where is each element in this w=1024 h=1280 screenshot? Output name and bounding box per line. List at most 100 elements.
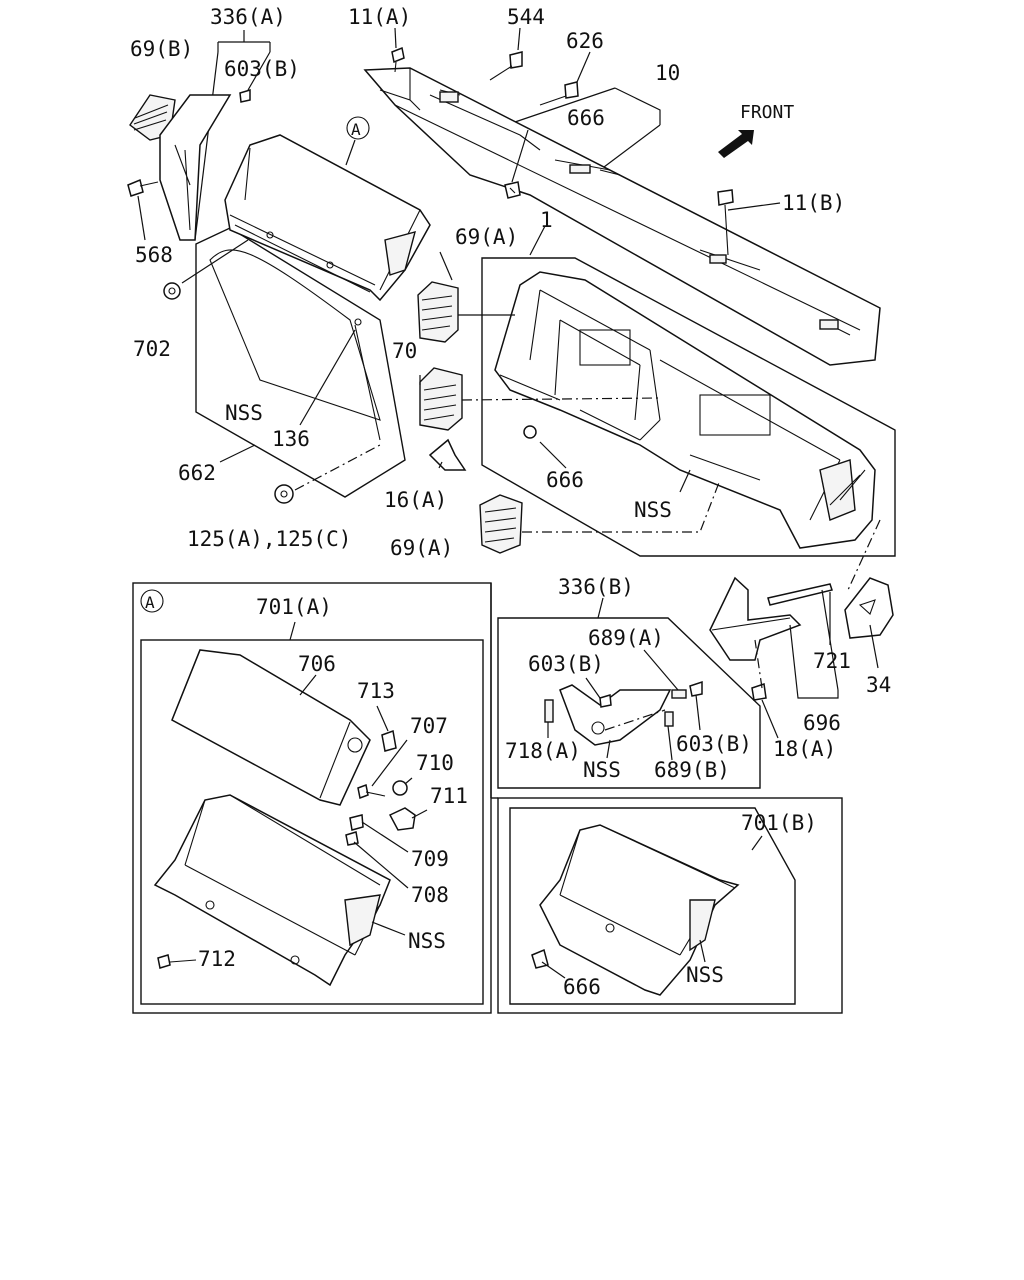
label-713: 713	[357, 679, 395, 703]
leader-666-top	[511, 129, 529, 183]
label-11b: 11(B)	[782, 191, 845, 215]
label-718a: 718(A)	[505, 739, 581, 763]
label-710: 710	[416, 751, 454, 775]
bolt-11a-icon	[391, 46, 405, 73]
label-11a: 11(A)	[348, 5, 411, 29]
leader-689b	[667, 725, 673, 761]
leader-nss-3	[371, 921, 406, 936]
label-125: 125(A),125(C)	[187, 527, 351, 551]
leader-701a	[289, 621, 296, 641]
bolt-568-icon	[127, 178, 159, 197]
part-1-instrument-panel	[494, 271, 876, 549]
label-707: 707	[410, 714, 448, 738]
label-666-bot: 666	[563, 975, 601, 999]
label-34: 34	[866, 673, 891, 697]
label-69a-1: 69(A)	[455, 225, 518, 249]
leader-662	[219, 444, 256, 463]
label-544: 544	[507, 5, 545, 29]
part-603b-small	[599, 694, 612, 708]
leader-666-bot	[541, 961, 566, 979]
leader-666-mid	[539, 441, 567, 469]
label-nss-5: NSS	[686, 963, 724, 987]
part-713-clip	[381, 729, 397, 752]
leader-336a-right	[247, 51, 271, 91]
label-136: 136	[272, 427, 310, 451]
leader-336a	[217, 30, 271, 52]
leader-544	[517, 27, 521, 51]
label-69a-2: 69(A)	[390, 536, 453, 560]
leader-568	[137, 195, 146, 241]
leader-16a	[438, 461, 443, 469]
leader-34	[869, 624, 879, 669]
leader-711	[411, 809, 428, 819]
label-70: 70	[392, 339, 417, 363]
label-689a: 689(A)	[588, 626, 664, 650]
screw-544-icon	[489, 51, 523, 81]
label-603b-top: 603(B)	[224, 57, 300, 81]
vent-69a-upper	[417, 281, 459, 343]
clip-125-icon	[274, 484, 294, 504]
leader-689a	[643, 649, 679, 691]
label-689b: 689(B)	[654, 758, 730, 782]
leader-callout-a	[345, 139, 356, 166]
dash-69a-2	[522, 479, 721, 533]
leader-710	[404, 777, 413, 785]
label-708: 708	[411, 883, 449, 907]
label-nss-3: NSS	[408, 929, 446, 953]
callout-a-box: A	[140, 589, 164, 613]
label-nss-2: NSS	[634, 498, 672, 522]
label-1: 1	[540, 208, 553, 232]
part-708-screw	[345, 831, 359, 846]
part-10-top-panel	[363, 67, 881, 366]
leader-702	[181, 239, 249, 284]
callout-a-top: A	[346, 116, 370, 140]
leader-708	[353, 841, 409, 889]
leader-336b	[597, 597, 604, 619]
vent-70	[419, 367, 463, 431]
part-706-lid	[171, 649, 371, 806]
part-696-bracket	[709, 576, 802, 661]
label-603b-3: 603(B)	[676, 732, 752, 756]
part-34-cover	[844, 577, 894, 639]
leader-696	[789, 589, 839, 699]
leader-11b	[727, 202, 781, 211]
label-nss-1: NSS	[225, 401, 263, 425]
part-689a	[671, 689, 687, 699]
part-718a	[544, 699, 554, 723]
leader-1	[529, 225, 546, 256]
label-701b: 701(B)	[741, 811, 817, 835]
leader-707	[371, 739, 408, 787]
label-666-top: 666	[567, 106, 605, 130]
part-710-nut	[392, 780, 408, 796]
clip-603b-top-icon	[239, 88, 251, 103]
label-711: 711	[430, 784, 468, 808]
label-336a: 336(A)	[210, 5, 286, 29]
nut-702-icon	[163, 282, 181, 300]
svg-text:A: A	[351, 120, 361, 139]
leader-nss-2	[679, 469, 691, 493]
label-712: 712	[198, 947, 236, 971]
part-707-bolt	[357, 783, 386, 800]
part-666-bot-clip	[531, 948, 549, 969]
bolt-18a-icon	[751, 683, 767, 701]
part-336a-side	[159, 94, 232, 241]
label-701a: 701(A)	[256, 595, 332, 619]
leader-336a-left	[194, 51, 219, 241]
leader-701b	[751, 835, 763, 851]
leader-603b-2	[585, 677, 601, 699]
bracket-16a-icon	[428, 438, 467, 471]
part-603b-clip	[689, 680, 703, 697]
leader-709	[361, 821, 409, 853]
frame-1	[481, 257, 896, 557]
dash-125	[294, 444, 381, 491]
dash-70	[461, 397, 661, 401]
label-696: 696	[803, 711, 841, 735]
glovebox-door-662	[209, 249, 381, 441]
clip-666-top-icon	[504, 181, 521, 199]
label-709: 709	[411, 847, 449, 871]
leader-69a-top	[439, 251, 453, 281]
leader-136	[299, 329, 356, 426]
label-nss-4: NSS	[583, 758, 621, 782]
leader-18a	[761, 699, 779, 739]
